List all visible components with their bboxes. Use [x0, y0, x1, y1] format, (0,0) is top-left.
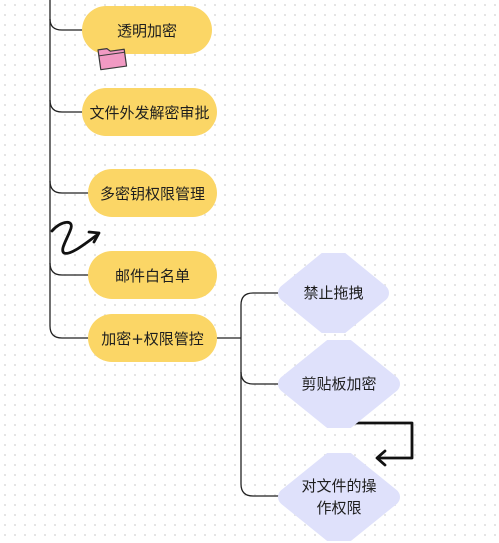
branch-file-release-approval — [49, 99, 84, 113]
branch-no-drag — [240, 292, 282, 338]
node-transparent-encryption[interactable]: 透明加密 — [82, 6, 212, 54]
node-label: 禁止拖拽 — [303, 284, 364, 302]
diamond-shape — [278, 340, 400, 428]
node-label: 加密+权限管控 — [101, 329, 204, 348]
node-clipboard-encryption[interactable]: 剪贴板加密 — [277, 340, 401, 428]
sub-trunk — [240, 338, 282, 497]
node-label: 对文件的操 作权限 — [301, 477, 377, 517]
elbow-arrow-icon — [344, 421, 414, 467]
diamond-shape — [278, 253, 389, 333]
node-file-operation-permission[interactable]: 对文件的操 作权限 — [277, 453, 401, 541]
node-label: 透明加密 — [116, 21, 177, 40]
branch-mail-whitelist — [49, 262, 90, 276]
node-multi-key-permission[interactable]: 多密钥权限管理 — [88, 169, 217, 217]
node-label: 邮件白名单 — [114, 266, 190, 285]
branch-transparent-encryption — [49, 18, 84, 31]
node-file-release-approval[interactable]: 文件外发解密审批 — [82, 88, 217, 136]
node-label: 多密钥权限管理 — [99, 184, 205, 203]
node-no-drag[interactable]: 禁止拖拽 — [277, 253, 390, 333]
folder-icon — [97, 48, 128, 71]
squiggle-arrow-icon — [50, 220, 101, 255]
node-mail-whitelist[interactable]: 邮件白名单 — [88, 251, 217, 299]
node-label: 文件外发解密审批 — [89, 103, 210, 122]
branch-clipboard-encryption — [240, 371, 282, 385]
node-label: 剪贴板加密 — [301, 375, 377, 393]
trunk-line — [49, 0, 63, 339]
branch-multi-key-permission — [49, 180, 90, 194]
node-encryption-permission-control[interactable]: 加密+权限管控 — [88, 314, 217, 362]
diamond-shape — [278, 453, 400, 541]
